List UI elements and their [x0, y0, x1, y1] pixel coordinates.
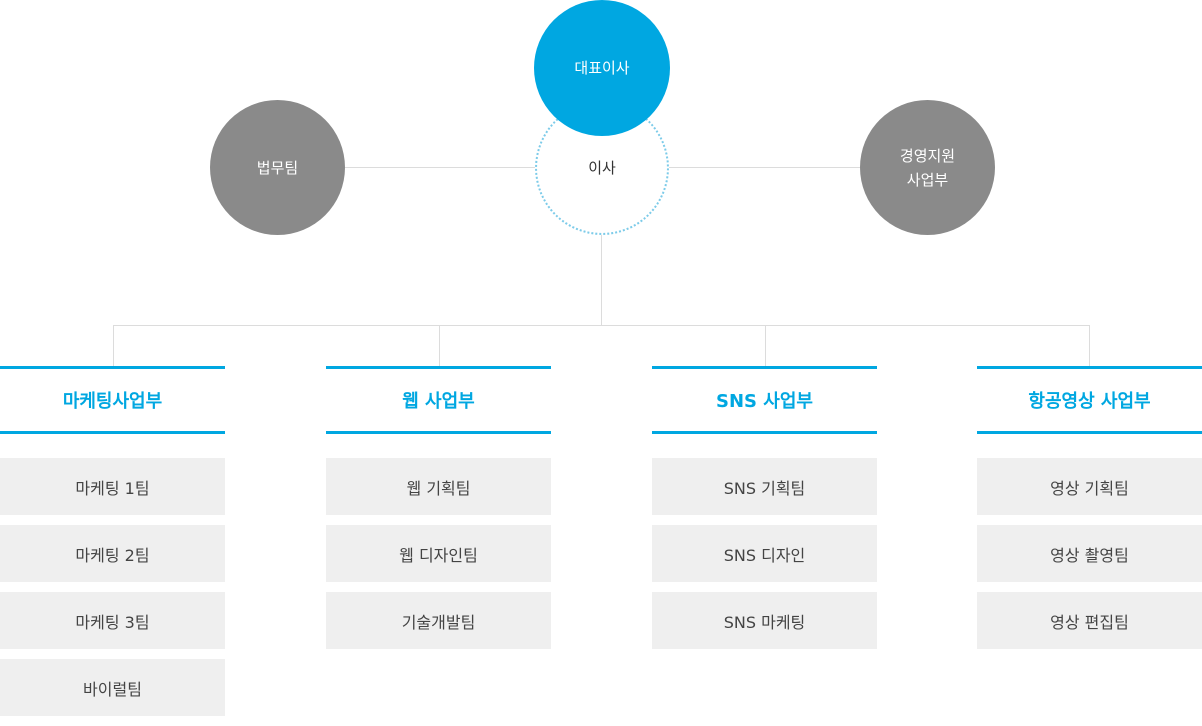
- management-support-label: 경영지원 사업부: [899, 146, 956, 189]
- connector-director-management: [669, 167, 860, 168]
- team-item: SNS 기획팀: [652, 458, 877, 515]
- division-aerial-video: 항공영상 사업부 영상 기획팀 영상 촬영팀 영상 편집팀: [977, 366, 1202, 659]
- ceo-label: 대표이사: [574, 59, 630, 77]
- team-item: 영상 편집팀: [977, 592, 1202, 649]
- connector-drop-web: [439, 325, 440, 366]
- connector-drop-sns: [765, 325, 766, 366]
- legal-team-node: 법무팀: [210, 100, 345, 235]
- team-item: 웹 디자인팀: [326, 525, 551, 582]
- team-item: 웹 기획팀: [326, 458, 551, 515]
- team-item: 마케팅 1팀: [0, 458, 225, 515]
- team-list: 웹 기획팀 웹 디자인팀 기술개발팀: [326, 458, 551, 649]
- division-title: SNS 사업부: [652, 366, 877, 434]
- division-sns: SNS 사업부 SNS 기획팀 SNS 디자인 SNS 마케팅: [652, 366, 877, 659]
- team-list: SNS 기획팀 SNS 디자인 SNS 마케팅: [652, 458, 877, 649]
- team-item: 마케팅 3팀: [0, 592, 225, 649]
- connector-legal-director: [345, 167, 535, 168]
- division-web: 웹 사업부 웹 기획팀 웹 디자인팀 기술개발팀: [326, 366, 551, 659]
- connector-drop-aerial: [1089, 325, 1090, 366]
- team-item: SNS 디자인: [652, 525, 877, 582]
- connector-drop-marketing: [113, 325, 114, 366]
- division-title: 항공영상 사업부: [977, 366, 1202, 434]
- team-list: 영상 기획팀 영상 촬영팀 영상 편집팀: [977, 458, 1202, 649]
- legal-team-label: 법무팀: [256, 158, 299, 177]
- team-item: 마케팅 2팀: [0, 525, 225, 582]
- division-title: 웹 사업부: [326, 366, 551, 434]
- team-item: 영상 기획팀: [977, 458, 1202, 515]
- team-list: 마케팅 1팀 마케팅 2팀 마케팅 3팀 바이럴팀: [0, 458, 225, 716]
- team-item: SNS 마케팅: [652, 592, 877, 649]
- connector-horizontal-bus: [113, 325, 1090, 326]
- division-title: 마케팅사업부: [0, 366, 225, 434]
- connector-director-down: [601, 235, 602, 325]
- team-item: 기술개발팀: [326, 592, 551, 649]
- team-item: 영상 촬영팀: [977, 525, 1202, 582]
- director-label: 이사: [588, 159, 616, 177]
- team-item: 바이럴팀: [0, 659, 225, 716]
- management-support-node: 경영지원 사업부: [860, 100, 995, 235]
- division-marketing: 마케팅사업부 마케팅 1팀 마케팅 2팀 마케팅 3팀 바이럴팀: [0, 366, 225, 726]
- ceo-node: 대표이사: [534, 0, 670, 136]
